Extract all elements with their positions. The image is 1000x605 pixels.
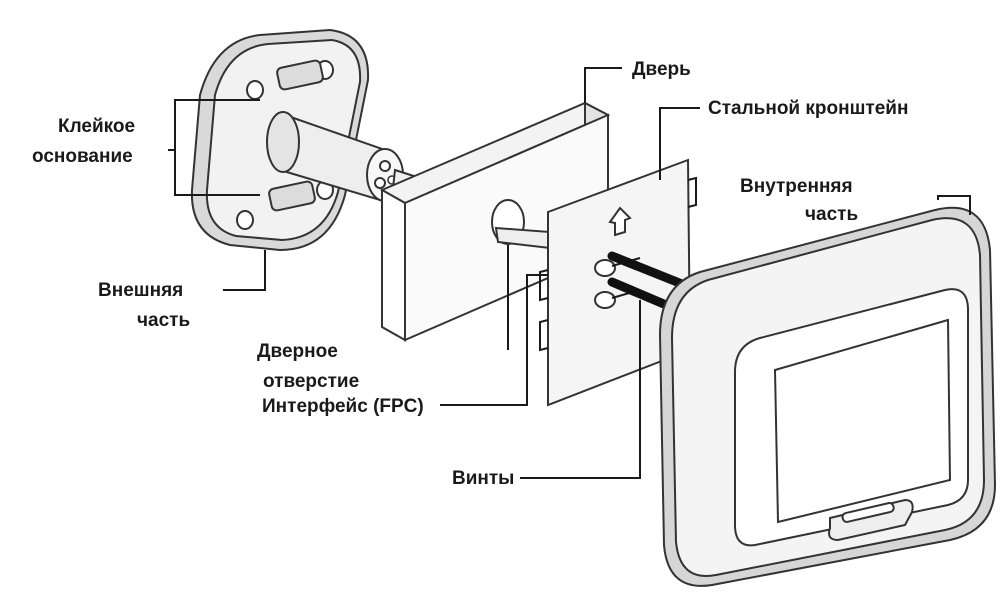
leader-lines [168, 67, 971, 479]
label-door-hole-2: отверстие [263, 371, 359, 392]
labels: Клейкое основание Внешняя часть Дверь Ст… [32, 59, 908, 489]
door [379, 101, 611, 342]
label-adhesive-base-2: основание [32, 146, 133, 167]
label-inner-part-2: часть [805, 204, 858, 225]
label-door: Дверь [632, 59, 691, 80]
label-screws: Винты [452, 468, 514, 489]
inner-part [658, 206, 997, 587]
barrel [266, 111, 422, 202]
label-outer-part-2: часть [137, 310, 190, 331]
label-outer-part-1: Внешняя [98, 280, 183, 301]
label-interface: Интерфейс (FPC) [262, 396, 424, 417]
label-door-hole-1: Дверное [257, 341, 338, 362]
label-inner-part-1: Внутренняя [740, 176, 853, 197]
label-adhesive-base-1: Клейкое [58, 116, 135, 137]
label-steel-bracket: Стальной кронштейн [708, 98, 908, 119]
